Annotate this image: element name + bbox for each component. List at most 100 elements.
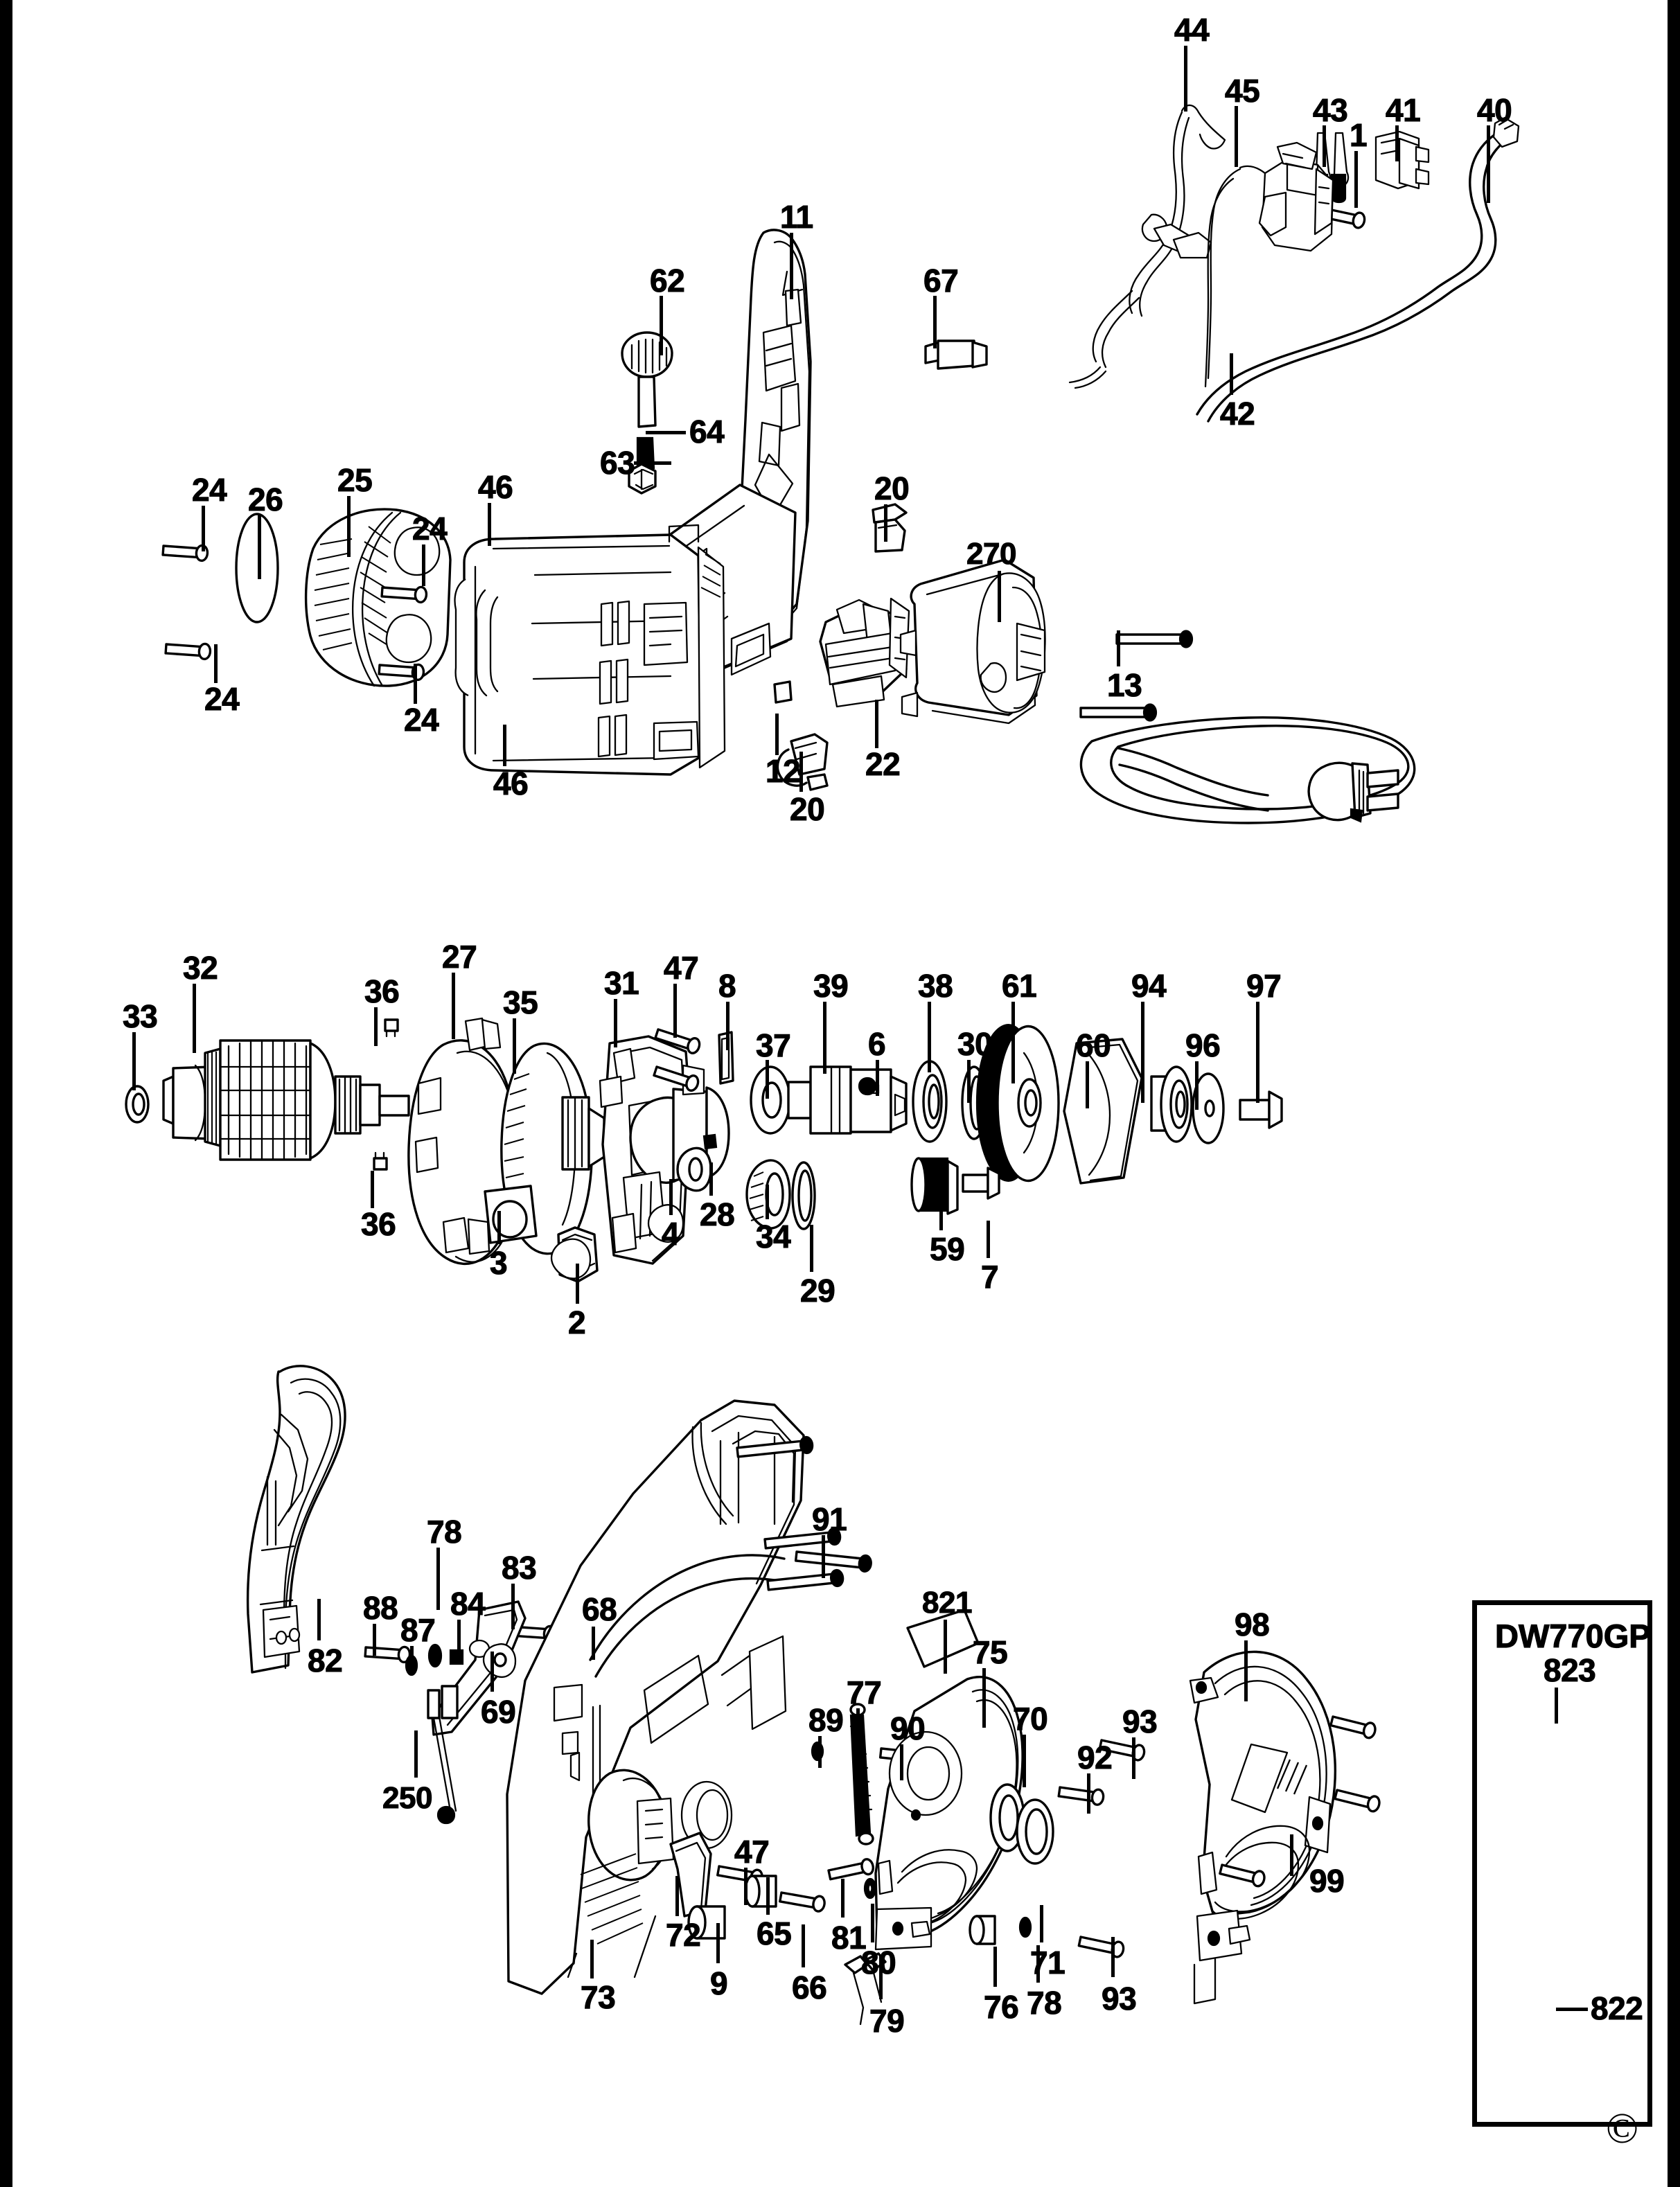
- callout-22: 22: [865, 746, 901, 782]
- leader-line-59: [939, 1194, 943, 1230]
- leader-line-73: [590, 1940, 594, 1978]
- leader-line-41: [1395, 125, 1399, 161]
- callout-34: 34: [755, 1219, 791, 1255]
- leader-line-45: [1235, 106, 1238, 167]
- callout-89: 89: [808, 1702, 844, 1738]
- leader-line-67: [933, 296, 937, 348]
- leader-line-97: [1256, 1002, 1259, 1103]
- callout-68: 68: [581, 1591, 617, 1627]
- leader-line-60: [1086, 1061, 1089, 1108]
- callout-47: 47: [734, 1834, 770, 1870]
- leader-line-47: [744, 1868, 748, 1905]
- leader-line-1: [1354, 151, 1358, 208]
- leader-line-9: [716, 1923, 720, 1963]
- callout-47: 47: [663, 950, 699, 986]
- callout-24: 24: [204, 681, 240, 717]
- callout-36: 36: [364, 973, 400, 1009]
- leader-line-31: [614, 999, 617, 1047]
- leader-line-26: [258, 515, 261, 579]
- page-edge-bar-left: [0, 0, 12, 2187]
- callout-72: 72: [665, 1917, 701, 1953]
- leader-line-22: [875, 700, 878, 748]
- callout-69: 69: [480, 1694, 516, 1730]
- leader-line-25: [347, 496, 351, 557]
- leader-line-24: [214, 644, 218, 683]
- leader-line-37: [766, 1060, 769, 1099]
- callout-27: 27: [441, 939, 477, 975]
- callout-64: 64: [689, 414, 725, 450]
- callout-7: 7: [980, 1259, 999, 1295]
- variant-box-title: DW770GP: [1494, 1617, 1651, 1654]
- callout-61: 61: [1001, 968, 1037, 1004]
- leader-line-71: [1040, 1905, 1043, 1942]
- leader-line-46: [488, 503, 491, 546]
- callout-73: 73: [580, 1979, 616, 2015]
- leader-line-33: [132, 1032, 136, 1090]
- leader-line-34: [766, 1185, 769, 1219]
- callout-81: 81: [831, 1920, 867, 1956]
- leader-line-7: [987, 1221, 990, 1258]
- leader-line-61: [1011, 1002, 1015, 1083]
- callout-44: 44: [1174, 12, 1210, 48]
- leader-line-96: [1195, 1061, 1199, 1110]
- callout-3: 3: [489, 1245, 508, 1281]
- callout-92: 92: [1077, 1739, 1113, 1776]
- callout-821: 821: [921, 1586, 973, 1620]
- callout-75: 75: [972, 1634, 1008, 1670]
- leader-line-29: [810, 1225, 813, 1272]
- leader-line-250: [414, 1730, 418, 1778]
- leader-line-93: [1111, 1937, 1115, 1977]
- leader-line-47: [673, 984, 677, 1038]
- leader-line-44: [1184, 46, 1187, 112]
- leader-line-36: [371, 1171, 374, 1208]
- leader-line-99: [1290, 1834, 1293, 1876]
- callout-46: 46: [477, 469, 513, 505]
- callout-93: 93: [1122, 1703, 1158, 1739]
- callout-63: 63: [599, 445, 635, 481]
- leader-line-88: [373, 1624, 376, 1656]
- leader-line-77: [856, 1708, 860, 1746]
- copyright-symbol: ©: [1606, 2105, 1639, 2152]
- callout-60: 60: [1075, 1027, 1111, 1063]
- callout-12: 12: [765, 753, 801, 789]
- callout-40: 40: [1476, 92, 1512, 128]
- leader-line-69: [490, 1652, 494, 1692]
- leader-line-36: [374, 1007, 378, 1046]
- callout-37: 37: [755, 1027, 791, 1063]
- callout-29: 29: [799, 1273, 835, 1309]
- callout-80: 80: [860, 1946, 896, 1978]
- callout-98: 98: [1234, 1606, 1270, 1643]
- leader-line-79: [879, 1956, 883, 1999]
- leader-line-30: [967, 1060, 971, 1103]
- leader-line-20: [884, 504, 887, 542]
- leader-line-93: [1132, 1737, 1135, 1779]
- callout-6: 6: [867, 1026, 886, 1062]
- callout-28: 28: [699, 1196, 735, 1232]
- page-edge-bar-right: [1668, 0, 1680, 2187]
- callout-93: 93: [1101, 1981, 1137, 2017]
- callout-87: 87: [400, 1612, 436, 1648]
- leader-line-98: [1244, 1640, 1248, 1701]
- callout-90: 90: [890, 1710, 926, 1746]
- leader-line-13: [1117, 630, 1120, 666]
- leader-line-80: [871, 1904, 874, 1942]
- callout-43: 43: [1312, 92, 1348, 128]
- callout-11: 11: [779, 199, 813, 235]
- leader-line-81: [841, 1879, 845, 1918]
- leader-line-4: [669, 1179, 673, 1215]
- callout-32: 32: [182, 950, 218, 986]
- callout-270: 270: [966, 537, 1017, 571]
- callout-70: 70: [1012, 1701, 1048, 1737]
- leader-823: [1555, 1688, 1558, 1724]
- callout-97: 97: [1246, 968, 1282, 1004]
- leader-line-270: [998, 571, 1001, 622]
- callout-79: 79: [869, 2003, 905, 2039]
- leader-line-821: [944, 1620, 947, 1674]
- leader-line-28: [709, 1162, 713, 1196]
- callout-25: 25: [337, 462, 373, 498]
- leader-line-6: [876, 1060, 879, 1096]
- callout-823: 823: [1543, 1652, 1596, 1688]
- callout-20: 20: [874, 470, 910, 506]
